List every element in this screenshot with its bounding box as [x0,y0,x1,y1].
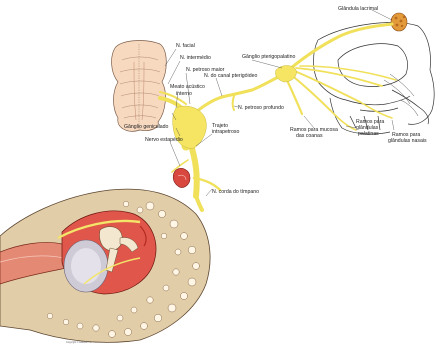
label-intrapetrous-2: intrapetroso [212,129,240,135]
label-facial-nerve: N. facial [176,43,195,49]
label-stapedius-nerve: Nervo estapédio [145,137,183,143]
pterygopalatine-ganglion-shape [275,66,296,83]
brainstem-illustration [112,41,167,132]
label-choanae-mucosa-2: das coanas [296,133,323,139]
ear-cross-section [0,189,210,342]
label-geniculate-ganglion: Gânglio geniculado [124,124,169,130]
lacrimal-gland [391,13,407,31]
label-lacrimal-gland: Glândula lacrimal [338,6,378,12]
label-internal-acoustic-meatus-2: interno [176,91,192,97]
label-deep-petrosal: N. petroso profundo [238,105,284,111]
label-chorda-tympani: N. corda do tímpano [212,189,259,195]
copyright-credit: Copyright © Elsevier Inc. [66,341,93,344]
stapedius-muscle [173,168,190,187]
leader-lines [165,10,394,196]
label-intermediate-nerve: N. intermédio [180,55,211,61]
label-pterygoid-canal-nerve: N. do canal pterigóideo [204,73,257,79]
label-palatine-glands-3: palatinas [358,131,379,137]
label-internal-acoustic-meatus-1: Meato acústico [170,84,205,90]
label-pterygopalatine-ganglion: Gânglio pterigopalatino [242,54,295,60]
label-nasal-glands-2: glândulas nasais [388,138,427,144]
